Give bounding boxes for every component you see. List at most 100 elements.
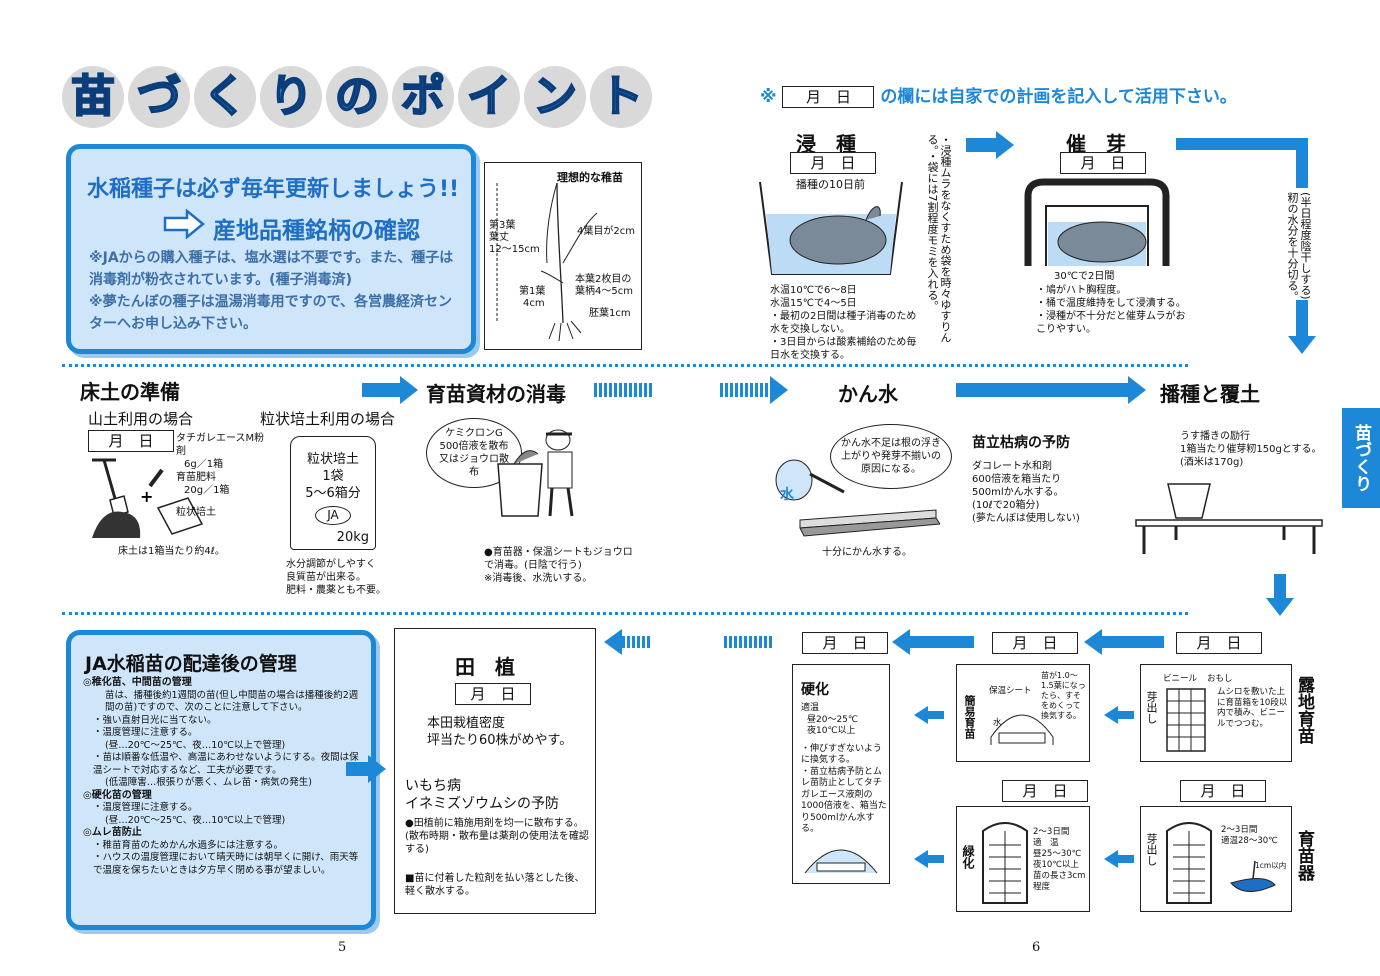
date-field[interactable]: 月 日 <box>455 683 531 705</box>
soaking-text: 水温10℃で6～8日 <box>770 285 857 296</box>
management-text: ・温度管理に注意する。 <box>93 802 198 813</box>
stacked-boxes-illustration <box>1166 688 1206 752</box>
soil-note: 水分調節がしやすく <box>286 559 376 570</box>
page-number: 5 <box>338 940 347 955</box>
seedling-label: 第1葉 <box>519 286 546 297</box>
incubator-cabinet-illustration <box>1166 822 1212 904</box>
hardening-text: 適温 <box>801 703 820 713</box>
greening-text: 適 温 <box>1033 838 1059 848</box>
flow-arrow-head <box>1266 598 1294 616</box>
management-text: 苗は、播種後約1週間の苗(但し中間苗の場合は播種後約2週間の苗)ですので、次のこ… <box>105 689 359 714</box>
management-text: (昼…20℃～25℃、夜…10℃以上で管理) <box>105 739 286 751</box>
damping-text: ダコレート水和剤 <box>972 461 1052 472</box>
sprouting-side-note: (半日程度陰干しする)籾の水分を十分切る。 <box>1286 192 1312 302</box>
date-field[interactable]: 月 日 <box>802 632 888 654</box>
greening-label: 緑化 <box>961 845 975 869</box>
title-char: り <box>260 66 322 128</box>
soaking-note: 播種の10日前 <box>796 178 865 191</box>
flow-arrow-shaft <box>928 855 944 863</box>
soaking-text: ・3日目からは酸素補給のため毎日水を交換する。 <box>770 337 917 361</box>
flow-arrow-shaft <box>1296 138 1308 188</box>
management-text: ・稚苗育苗のためかん水過多には注意する。 <box>93 839 284 851</box>
date-field[interactable]: 月 日 <box>1002 780 1088 802</box>
flow-arrow-head <box>996 131 1014 159</box>
date-field[interactable]: 月 日 <box>88 430 174 452</box>
sprouting-text: ・浸種が不十分だと催芽ムラがおこりやすい。 <box>1036 311 1186 335</box>
flow-arrow-head <box>892 629 910 655</box>
sprouting-text: ・鳩がハト胸程度。 <box>1036 285 1127 296</box>
flow-arrow-head <box>914 850 928 868</box>
seedling-label: 胚葉1cm <box>589 308 631 319</box>
seedling-label: 第3葉 <box>489 220 516 231</box>
title-char: づ <box>128 66 190 128</box>
seedling-label: 葉柄4～5cm <box>575 286 633 297</box>
management-box: JA水稲苗の配達後の管理 ◎稚化苗、中間苗の管理 苗は、播種後約1週間の苗(但し… <box>66 630 376 930</box>
simple-tunnel-illustration <box>990 714 1054 745</box>
water-label: 水 <box>780 487 794 503</box>
hardening-text: ・伸びすぎないように換気する。 <box>801 743 882 766</box>
planting-title: 田 植 <box>455 655 515 679</box>
title-char: 苗 <box>62 66 124 128</box>
flow-arrow-shaft <box>966 138 996 152</box>
flow-arrow-shaft <box>622 636 652 648</box>
watering-bubble: かん水不足は根の浮き上がりや発芽不揃いの原因になる。 <box>830 424 952 489</box>
sprout-label: 芽出し <box>1145 833 1158 866</box>
flow-arrow-shaft <box>594 383 654 397</box>
flow-arrow-shaft <box>928 711 944 719</box>
chem-text: タチガレエースM粉剤 <box>176 433 265 457</box>
incubator-text: 適温28～30℃ <box>1221 836 1278 846</box>
rice-planting-box: 田 植 月 日 本田栽植密度 坪当たり60株がめやす。 いもち病 イネミズゾウム… <box>394 628 596 914</box>
incubator-text: 1cm以内 <box>1255 861 1287 870</box>
date-field[interactable]: 月 日 <box>782 86 875 108</box>
disinfect-title: 育苗資材の消毒 <box>426 382 566 406</box>
date-field[interactable]: 月 日 <box>1176 632 1262 654</box>
sowing-text: (酒米は170g) <box>1180 457 1244 468</box>
sprouting-text: ・桶で温度維持をして浸漬する。 <box>1036 298 1186 309</box>
management-text: ・苗は順番な低温や、高温にあわせないようにする。夜間は保温シートで対応するなど、… <box>93 752 359 776</box>
weight-label: おもし <box>1207 674 1233 684</box>
svg-text:+: + <box>140 487 153 506</box>
management-text: ・温度管理に注意する。 <box>93 727 198 738</box>
date-field[interactable]: 月 日 <box>1180 780 1266 802</box>
title-char: ト <box>590 66 652 128</box>
hardening-text: 昼20～25℃ <box>807 714 859 725</box>
soaking-side-note: ・浸種ムラをなくすため袋を時々ゆすりんる。・袋には7割程度モミを入れる。 <box>926 134 952 343</box>
date-field[interactable]: 月 日 <box>1060 152 1146 174</box>
section-divider <box>62 364 1188 367</box>
seed-note-1: ※JAからの購入種子は、塩水選は不要です。また、種子は消毒剤が粉衣されています。… <box>89 250 454 288</box>
simple-note: 苗が1.0～1.5葉になったら、すそをめくって換気する。 <box>1041 671 1086 720</box>
title-char: イ <box>458 66 520 128</box>
seeder-illustration <box>1135 483 1323 554</box>
sowing-text: うす播きの励行 <box>1180 431 1250 442</box>
planting-note: ■苗に付着した粒剤を払い落とした後、軽く散水する。 <box>405 873 585 897</box>
side-tab[interactable]: 苗づくり <box>1342 408 1380 508</box>
chem-text: 育苗肥料 <box>176 472 216 483</box>
greening-text: 夜10℃以上 <box>1033 860 1079 870</box>
ja-logo: JA <box>315 506 351 525</box>
soil-bag-text: 5～6箱分 <box>305 486 361 501</box>
flow-arrow-shaft <box>362 383 400 397</box>
greening-text: 昼25～30℃ <box>1033 849 1082 859</box>
water-label: 水 <box>993 718 1002 728</box>
soil-bag-text: 1袋 <box>322 469 344 484</box>
flow-arrow-head <box>1104 706 1118 724</box>
soil-note: 肥料・農薬とも不要。 <box>286 585 386 596</box>
hardening-text: ・苗立枯病予防とムレ苗防止としてタチガレエース液剤の1000倍液を、箱当たり50… <box>801 766 887 835</box>
planting-note: (散布時期・散布量は薬剤の使用法を確認する) <box>405 831 589 855</box>
sheet-label: 保温シート <box>989 686 1032 696</box>
date-field[interactable]: 月 日 <box>790 152 876 174</box>
bed-soil-case-1: 山土利用の場合 <box>88 410 194 428</box>
flow-arrow-head <box>604 629 622 655</box>
page-title: 苗 づ く り の ポ イ ン ト <box>62 66 652 128</box>
flow-arrow-shaft <box>1296 300 1308 338</box>
soaking-text: 水温15℃で4～5日 <box>770 298 857 309</box>
vinyl-label: ビニール <box>1163 674 1198 684</box>
flow-arrow-shaft <box>1176 138 1306 150</box>
seed-note-2: ※夢たんぼの種子は温湯消毒用ですので、各営農経済センターへお申し込み下さい。 <box>89 294 453 332</box>
hardening-tunnel-illustration <box>804 849 878 874</box>
greening-text: 2～3日間 <box>1033 827 1070 837</box>
seed-renewal-box: 水稲種子は必ず毎年更新しましょう!! 産地品種銘柄の確認 ※JAからの購入種子は… <box>66 144 476 354</box>
greening-box: 緑化 2～3日間 適 温 昼25～30℃ 夜10℃以上 苗の長さ3cm程度 <box>956 806 1090 912</box>
flow-arrow-shaft <box>724 636 774 648</box>
date-field[interactable]: 月 日 <box>992 632 1078 654</box>
